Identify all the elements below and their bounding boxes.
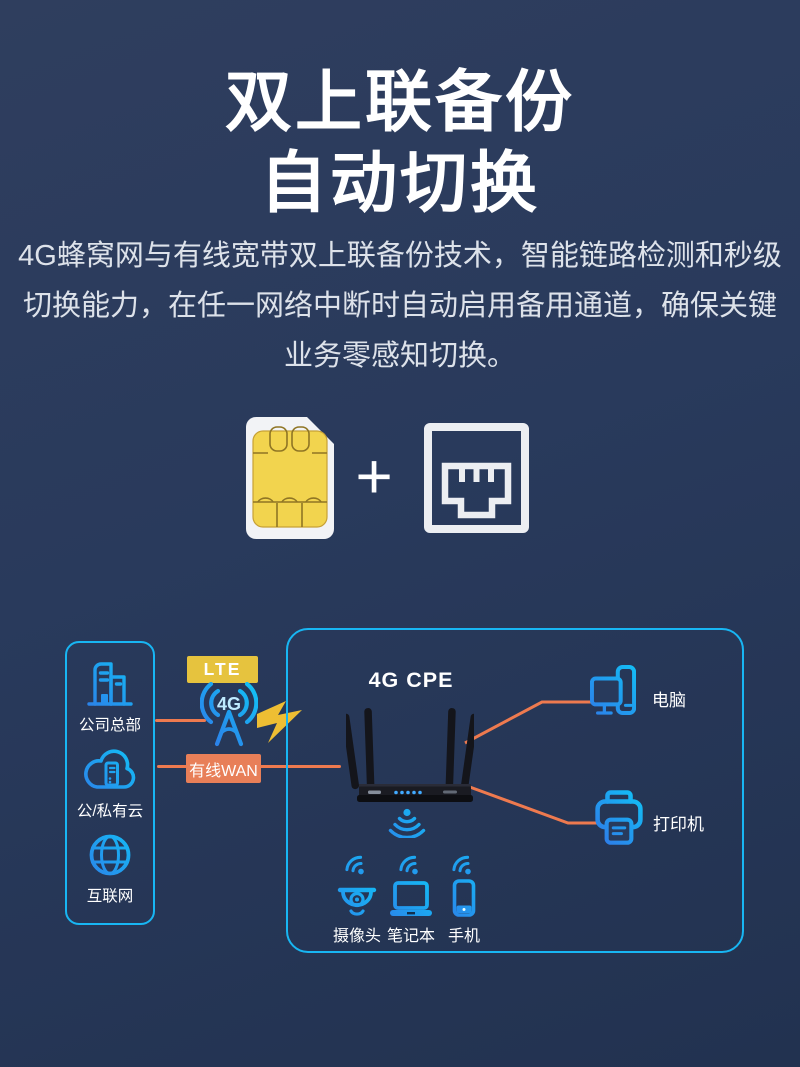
internet-label: 互联网 — [86, 888, 134, 906]
printer-label: 打印机 — [653, 815, 704, 834]
page-title: 双上联备份 自动切换 — [0, 62, 800, 224]
wifi-broadcast-icon — [388, 808, 426, 838]
description-line-2: 切换能力，在任一网络中断时自动启用备用通道，确保关键 — [22, 290, 777, 322]
cctv-camera-icon — [337, 887, 377, 916]
title-line-1: 双上联备份 — [225, 65, 575, 140]
desktop-computer-icon — [590, 665, 636, 716]
ethernet-port-icon — [424, 423, 529, 533]
router-icon — [346, 708, 474, 802]
lte-link-line — [155, 719, 206, 722]
wifi-signal-icon — [399, 855, 418, 875]
wifi-signal-icon — [452, 855, 471, 875]
cloud-server-icon — [84, 748, 136, 789]
source-item-internet: 互联网 — [86, 833, 134, 906]
plus-sign: + — [355, 440, 393, 512]
source-item-cloud: 公/私有云 — [77, 748, 143, 821]
printer-icon — [595, 790, 643, 845]
page-description: 4G蜂窝网与有线宽带双上联备份技术，智能链路检测和秒级 切换能力，在任一网络中断… — [0, 231, 800, 381]
wifi-device-camera: 摄像头 — [324, 853, 390, 946]
phone-label: 手机 — [447, 928, 480, 945]
wifi-signal-icon — [345, 855, 364, 875]
wifi-device-phone: 手机 — [431, 853, 497, 946]
description-line-3: 业务零感知切换。 — [283, 340, 516, 372]
router-led-lights — [394, 790, 422, 795]
source-item-hq: 公司总部 — [79, 660, 141, 735]
sim-card-icon — [246, 417, 334, 539]
laptop-label: 笔记本 — [386, 928, 435, 945]
office-building-icon — [87, 662, 133, 706]
source-panel: 公司总部 公/私有云 互联网 — [65, 641, 155, 925]
cloud-label: 公/私有云 — [76, 802, 144, 820]
cellular-4g-icon: 4G — [200, 682, 258, 747]
title-line-2: 自动切换 — [260, 146, 540, 221]
wifi-device-laptop: 笔记本 — [378, 853, 444, 946]
globe-icon — [89, 834, 131, 876]
camera-label: 摄像头 — [332, 928, 381, 945]
laptop-icon — [390, 881, 432, 916]
lte-badge: LTE — [187, 656, 258, 683]
lightning-icon — [257, 701, 302, 743]
phone-icon — [452, 879, 476, 917]
wired-wan-badge: 有线WAN — [186, 754, 261, 783]
hq-label: 公司总部 — [78, 716, 141, 734]
lan-connection-lines — [464, 700, 597, 825]
pc-label: 电脑 — [652, 691, 686, 710]
cpe-title: 4G CPE — [368, 668, 454, 692]
cpe-panel — [286, 628, 744, 953]
cellular-4g-text: 4G — [217, 694, 241, 714]
description-line-1: 4G蜂窝网与有线宽带双上联备份技术，智能链路检测和秒级 — [18, 240, 782, 272]
